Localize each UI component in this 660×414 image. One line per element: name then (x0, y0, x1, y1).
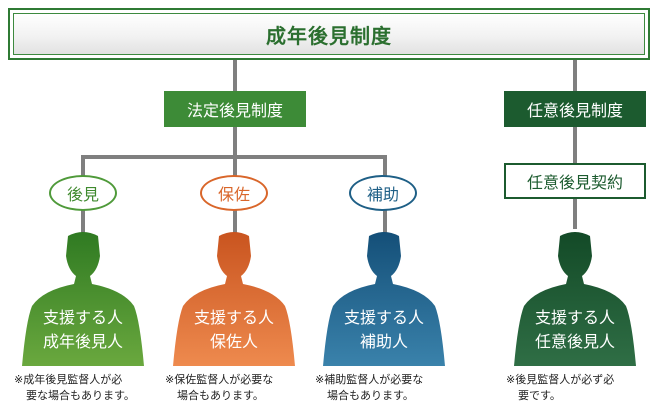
person-role: 支援する人 (193, 308, 274, 327)
note-line: ※補助監督人が必要な (315, 373, 424, 386)
note-assistant: ※補助監督人が必要な 場合もあります。 (315, 372, 457, 404)
voluntary-guardianship-box: 任意後見制度 (504, 91, 646, 127)
voluntary-contract-box: 任意後見契約 (504, 163, 646, 199)
person-title: 保佐人 (209, 332, 258, 351)
person-guardian: 支援する人 成年後見人 (18, 226, 148, 366)
person-silhouette-icon (323, 232, 445, 366)
connector-contract-person (573, 199, 577, 229)
person-silhouette-icon (173, 232, 295, 366)
type-assistance-oval: 補助 (349, 175, 417, 211)
person-title: 任意後見人 (534, 332, 615, 351)
note-curator: ※保佐監督人が必要な 場合もあります。 (165, 372, 307, 404)
note-line: ※後見監督人が必ず必 (506, 373, 615, 386)
type-curatorship-oval: 保佐 (200, 175, 268, 211)
type-guardianship-oval: 後見 (49, 175, 117, 211)
note-line: 場合もあります。 (177, 389, 264, 402)
person-title: 補助人 (359, 332, 408, 351)
person-voluntary-guardian: 支援する人 任意後見人 (510, 226, 640, 366)
person-assistant: 支援する人 補助人 (319, 226, 449, 366)
note-guardian: ※成年後見監督人が必 要な場合もあります。 (14, 372, 156, 404)
diagram-title: 成年後見制度 (13, 13, 645, 55)
person-silhouette-icon (22, 232, 144, 366)
note-line: 要な場合もあります。 (26, 389, 135, 402)
person-silhouette-icon (514, 232, 636, 366)
person-title: 成年後見人 (42, 332, 123, 351)
person-curator: 支援する人 保佐人 (169, 226, 299, 366)
person-role: 支援する人 (42, 308, 123, 327)
connector-voluntary-contract (573, 127, 577, 163)
connector-title-statutory (233, 60, 237, 91)
statutory-guardianship-box: 法定後見制度 (164, 91, 306, 127)
note-line: 要です。 (518, 389, 561, 402)
person-role: 支援する人 (343, 308, 424, 327)
connector-branch-horizontal (81, 155, 387, 159)
note-voluntary-guardian: ※後見監督人が必ず必 要です。 (506, 372, 648, 404)
note-line: ※成年後見監督人が必 (14, 373, 123, 386)
note-line: ※保佐監督人が必要な (165, 373, 274, 386)
note-line: 場合もあります。 (327, 389, 414, 402)
person-role: 支援する人 (534, 308, 615, 327)
connector-title-voluntary (573, 60, 577, 91)
